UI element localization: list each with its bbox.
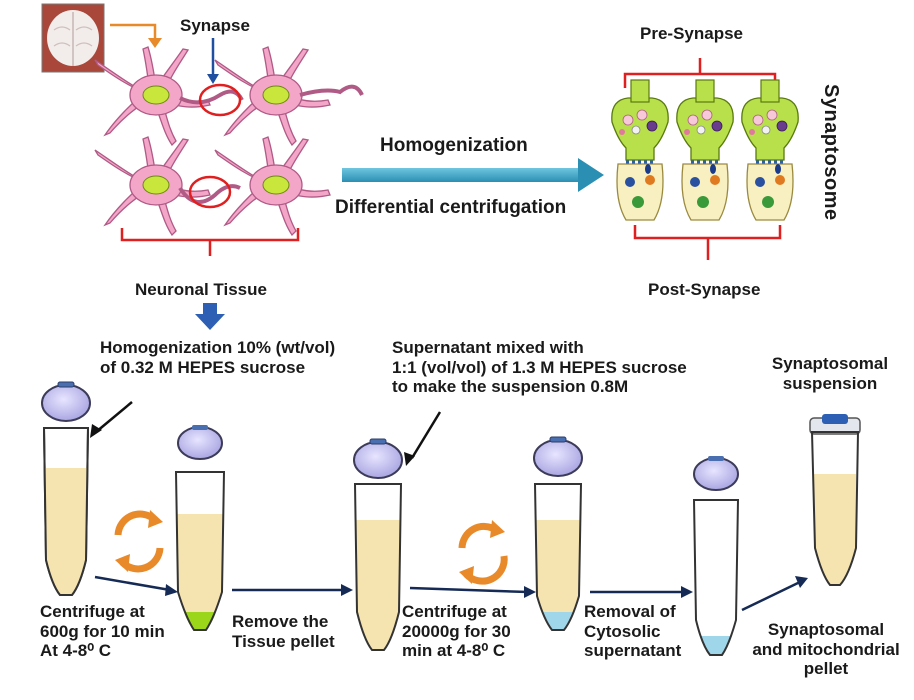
synaptosome-label: Synaptosome	[820, 84, 842, 221]
step-arrow-3	[409, 586, 529, 594]
step-removal-cytosolic-line-1: Removal of	[584, 602, 676, 621]
homogenization-note: Homogenization 10% (wt/vol) of 0.32 M HE…	[100, 338, 335, 377]
axon-top-right-tail	[299, 84, 364, 97]
synaptosome-1	[610, 78, 670, 222]
note-arrow-2-head	[404, 452, 415, 466]
neuronal-tissue-bracket	[120, 228, 300, 256]
rotate-icon-2-head-a	[490, 520, 505, 538]
brain-arrow-head	[148, 38, 162, 48]
process-step-differential-centrifugation: Differential centrifugation	[335, 197, 567, 218]
axon-top	[179, 89, 244, 105]
process-step-homogenization: Homogenization	[380, 135, 528, 156]
step-centrifuge-1-line-3: At 4-8⁰ C	[40, 641, 112, 661]
step-centrifuge-1: Centrifuge at 600g for 10 min At 4-8⁰ C	[40, 602, 165, 661]
note-arrow-1-head	[90, 424, 102, 438]
post-synapse-label: Post-Synapse	[648, 280, 761, 299]
step-centrifuge-2-line-1: Centrifuge at	[402, 602, 507, 621]
neuronal-tissue-label: Neuronal Tissue	[135, 280, 267, 299]
synaptosome-2	[675, 78, 735, 222]
synapse-circle-top	[198, 83, 242, 117]
synaptosome-3	[740, 78, 800, 222]
step-centrifuge-1-line-2: 600g for 10 min	[40, 621, 165, 641]
tube-3	[353, 438, 403, 651]
brain-to-tissue-arrow	[110, 23, 157, 40]
rotate-icon-1-head-b	[115, 554, 130, 572]
neuron-top-right	[214, 46, 331, 146]
homogenization-arrow	[342, 158, 604, 192]
step-centrifuge-2-line-2: 20000g for 30	[402, 621, 511, 641]
suspension-label-line-1: Synaptosomal	[771, 354, 889, 373]
step-arrow-1	[94, 575, 171, 592]
step-final-pellet-line-3: pellet	[803, 659, 849, 679]
suspension-label-line-2: suspension	[782, 373, 878, 393]
step-final-pellet-line-1: Synaptosomal	[767, 620, 885, 639]
step-arrow-5-head	[795, 576, 808, 588]
neuron-top-left	[94, 46, 211, 146]
step-arrow-5	[741, 580, 801, 612]
step-centrifuge-2-line-3: min at 4-8⁰ C	[402, 641, 506, 661]
down-arrow	[195, 303, 225, 330]
step-remove-pellet: Remove the Tissue pellet	[232, 612, 335, 651]
supernatant-note: Supernatant mixed with 1:1 (vol/vol) of …	[392, 338, 687, 397]
step-centrifuge-2: Centrifuge at 20000g for 30 min at 4-8⁰ …	[402, 602, 511, 661]
homogenization-note-line-2: of 0.32 M HEPES sucrose	[100, 357, 306, 377]
step-arrow-2-head	[341, 584, 353, 596]
rotate-icon-1-head-a	[148, 510, 163, 528]
axon-bottom	[178, 184, 241, 204]
step-final-pellet: Synaptosomal and mitochondrial pellet	[740, 620, 912, 679]
step-arrow-4-head	[681, 586, 693, 598]
homogenization-note-line-1: Homogenization 10% (wt/vol)	[100, 338, 336, 357]
tube-4	[533, 436, 583, 631]
step-remove-pellet-line-1: Remove the	[232, 612, 329, 631]
synapse-pointer-head	[207, 74, 219, 84]
synapse-circle-bottom	[188, 175, 232, 209]
supernatant-note-line-3: to make the suspension 0.8M	[392, 377, 629, 397]
rotate-icon-2-head-b	[459, 566, 474, 584]
tube-5	[692, 456, 740, 656]
step-centrifuge-1-line-1: Centrifuge at	[40, 602, 145, 621]
suspension-label: Synaptosomal suspension	[760, 354, 900, 393]
pre-synapse-label: Pre-Synapse	[640, 24, 743, 43]
step-removal-cytosolic: Removal of Cytosolic supernatant	[584, 602, 681, 661]
tube-2	[174, 425, 226, 631]
note-arrow-1	[95, 401, 133, 433]
step-removal-cytosolic-line-3: supernatant	[584, 641, 682, 661]
note-arrow-2	[410, 411, 442, 459]
brain-thumbnail	[41, 3, 105, 73]
step-removal-cytosolic-line-2: Cytosolic	[584, 621, 661, 641]
tube-1	[41, 381, 91, 596]
synapse-label: Synapse	[180, 16, 250, 35]
step-remove-pellet-line-2: Tissue pellet	[232, 631, 335, 651]
step-arrow-3-head	[524, 586, 536, 598]
supernatant-note-line-1: Supernatant mixed with	[392, 338, 584, 357]
step-final-pellet-line-2: and mitochondrial	[752, 639, 900, 659]
post-synapse-bracket	[633, 225, 782, 260]
supernatant-note-line-2: 1:1 (vol/vol) of 1.3 M HEPES sucrose	[392, 357, 687, 377]
tube-6	[809, 414, 861, 586]
step-arrow-1-head	[165, 584, 178, 596]
